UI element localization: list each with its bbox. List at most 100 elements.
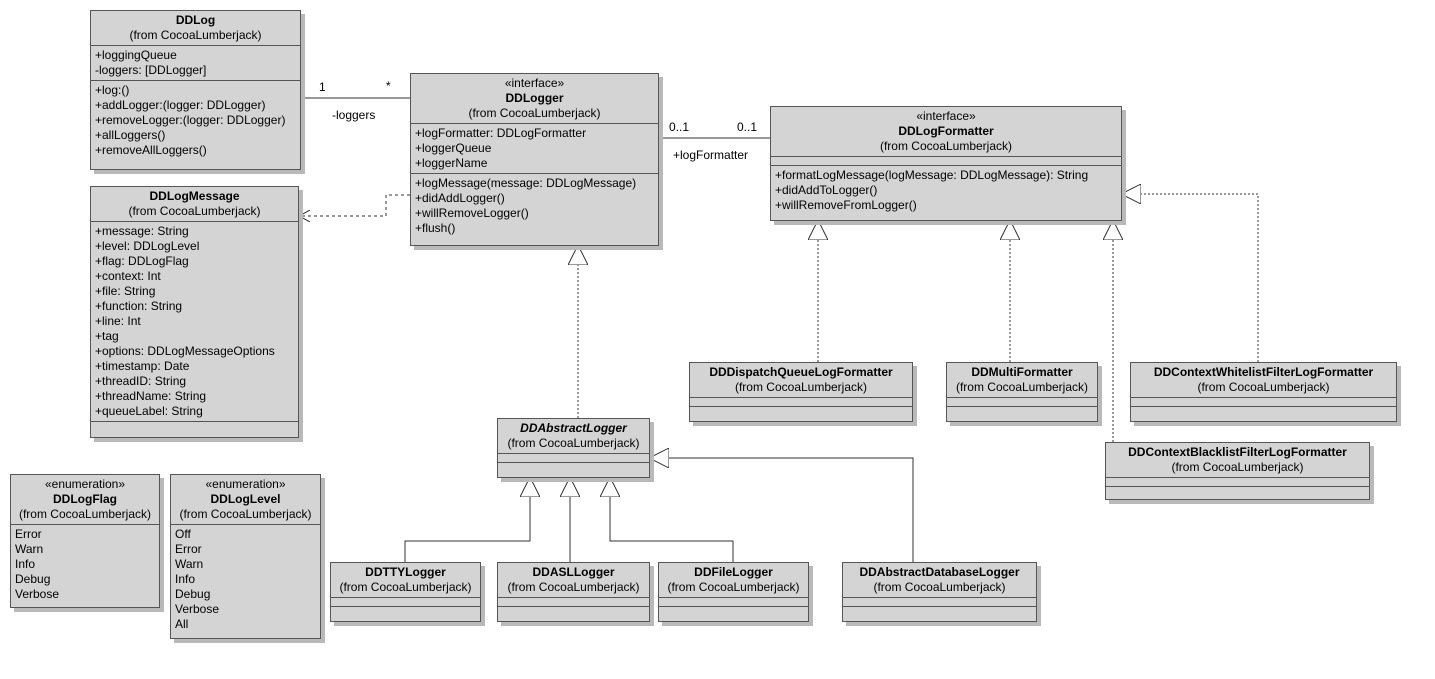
class-ddabstractdatabaselogger[interactable]: DDAbstractDatabaseLogger (from CocoaLumb…	[842, 562, 1037, 622]
class-header: DDContextWhitelistFilterLogFormatter (fr…	[1131, 363, 1396, 398]
attributes-compartment	[690, 398, 912, 407]
operations-compartment	[659, 607, 808, 615]
class-name: DDAbstractDatabaseLogger	[859, 565, 1020, 579]
attribute: +timestamp: Date	[95, 359, 190, 373]
edge-ddlogger-ddlogmessage	[299, 194, 410, 216]
operations-compartment: +formatLogMessage(logMessage: DDLogMessa…	[771, 166, 1121, 215]
edge-ddabstractdatabaselogger-ddabstractlogger	[650, 458, 914, 562]
class-ddlog[interactable]: DDLog (from CocoaLumberjack) +loggingQue…	[90, 10, 301, 170]
edge-ddfilelogger-ddabstractlogger	[610, 478, 734, 562]
class-name: DDASLLogger	[532, 565, 615, 579]
class-stereotype: «enumeration»	[44, 477, 126, 491]
enum-ddloglevel[interactable]: «enumeration» DDLogLevel (from CocoaLumb…	[170, 474, 321, 639]
class-header: DDAbstractDatabaseLogger (from CocoaLumb…	[843, 563, 1036, 598]
attributes-compartment	[1131, 398, 1396, 407]
class-package: (from CocoaLumberjack)	[734, 380, 868, 394]
operation: +allLoggers()	[95, 128, 166, 142]
enum-literal: Debug	[175, 587, 211, 601]
class-package: (from CocoaLumberjack)	[879, 139, 1013, 153]
class-ddcontextblacklistfilterlogformatter[interactable]: DDContextBlacklistFilterLogFormatter (fr…	[1105, 442, 1370, 500]
class-header: DDASLLogger (from CocoaLumberjack)	[498, 563, 649, 598]
class-dddispatchqueuelogformatter[interactable]: DDDispatchQueueLogFormatter (from CocoaL…	[689, 362, 913, 422]
class-header: «interface» DDLogFormatter (from CocoaLu…	[771, 107, 1121, 157]
attribute: +threadName: String	[95, 389, 207, 403]
attributes-compartment	[1106, 478, 1369, 487]
label-loggers-multiplicity-ddlogger: *	[386, 79, 391, 93]
attribute: +logFormatter: DDLogFormatter	[415, 126, 587, 140]
class-header: «interface» DDLogger (from CocoaLumberja…	[411, 74, 658, 124]
class-name: DDLog	[175, 13, 216, 27]
attribute: +context: Int	[95, 269, 161, 283]
class-ddabstractlogger[interactable]: DDAbstractLogger (from CocoaLumberjack)	[497, 418, 650, 478]
class-ddlogger[interactable]: «interface» DDLogger (from CocoaLumberja…	[410, 73, 659, 246]
class-ddfilelogger[interactable]: DDFileLogger (from CocoaLumberjack)	[658, 562, 809, 622]
enum-literal: Warn	[175, 557, 204, 571]
class-header: «enumeration» DDLogLevel (from CocoaLumb…	[171, 475, 320, 525]
class-package: (from CocoaLumberjack)	[1171, 460, 1304, 474]
class-name: DDLogger	[505, 91, 564, 105]
operations-compartment	[843, 607, 1036, 615]
class-package: (from CocoaLumberjack)	[468, 106, 601, 120]
operation: +addLogger:(logger: DDLogger)	[95, 98, 266, 112]
attribute: +line: Int	[95, 314, 141, 328]
class-header: «enumeration» DDLogFlag (from CocoaLumbe…	[11, 475, 159, 525]
enum-literal: Info	[175, 572, 196, 586]
class-package: (from CocoaLumberjack)	[1197, 380, 1330, 394]
enum-literal: Error	[175, 542, 202, 556]
class-header: DDAbstractLogger (from CocoaLumberjack)	[498, 419, 649, 454]
attribute: +tag	[95, 329, 119, 343]
operations-compartment	[91, 422, 298, 430]
attribute: +loggerName	[415, 156, 488, 170]
enum-literal: Verbose	[175, 602, 220, 616]
attributes-compartment: +logFormatter: DDLogFormatter +loggerQue…	[411, 124, 658, 174]
label-loggers-role: -loggers	[332, 108, 376, 122]
class-ddasllogger[interactable]: DDASLLogger (from CocoaLumberjack)	[497, 562, 650, 622]
label-formatter-multiplicity-ddlogger: 0..1	[669, 120, 690, 134]
attribute: -loggers: [DDLogger]	[95, 63, 207, 77]
operation: +didAddLogger()	[415, 191, 505, 205]
class-name: DDLogLevel	[210, 492, 281, 506]
class-package: (from CocoaLumberjack)	[128, 204, 261, 218]
class-header: DDFileLogger (from CocoaLumberjack)	[659, 563, 808, 598]
class-name: DDTTYLogger	[365, 565, 446, 579]
enum-literal: All	[175, 617, 189, 631]
attribute: +queueLabel: String	[95, 404, 203, 418]
class-ddttylogger[interactable]: DDTTYLogger (from CocoaLumberjack)	[330, 562, 481, 622]
attributes-compartment	[843, 598, 1036, 607]
enum-literal: Error	[15, 527, 42, 541]
class-name: DDDispatchQueueLogFormatter	[709, 365, 893, 379]
enum-literal: Warn	[15, 542, 44, 556]
label-formatter-multiplicity-formatter: 0..1	[737, 120, 758, 134]
class-ddlogformatter[interactable]: «interface» DDLogFormatter (from CocoaLu…	[770, 106, 1122, 221]
attributes-compartment	[498, 598, 649, 607]
class-package: (from CocoaLumberjack)	[179, 507, 312, 521]
attribute: +threadID: String	[95, 374, 187, 388]
operations-compartment: +log:() +addLogger:(logger: DDLogger) +r…	[91, 81, 300, 160]
class-name: DDFileLogger	[694, 565, 773, 579]
class-ddlogmessage[interactable]: DDLogMessage (from CocoaLumberjack) +mes…	[90, 186, 299, 438]
operation: +flush()	[415, 221, 456, 235]
class-name: DDContextWhitelistFilterLogFormatter	[1153, 365, 1374, 379]
class-package: (from CocoaLumberjack)	[339, 580, 472, 594]
class-package: (from CocoaLumberjack)	[873, 580, 1006, 594]
class-ddmultiformatter[interactable]: DDMultiFormatter (from CocoaLumberjack)	[946, 362, 1098, 422]
attributes-compartment: +message: String +level: DDLogLevel +fla…	[91, 222, 298, 422]
operations-compartment: +logMessage(message: DDLogMessage) +didA…	[411, 174, 658, 238]
class-stereotype: «enumeration»	[205, 477, 286, 491]
enum-ddlogflag[interactable]: «enumeration» DDLogFlag (from CocoaLumbe…	[10, 474, 160, 608]
label-loggers-multiplicity-ddlog: 1	[319, 80, 326, 94]
attribute: +function: String	[95, 299, 183, 313]
class-name: DDAbstractLogger	[520, 421, 627, 435]
class-ddcontextwhitelistfilterlogformatter[interactable]: DDContextWhitelistFilterLogFormatter (fr…	[1130, 362, 1397, 422]
operation: +log:()	[95, 83, 130, 97]
edge-ddcontextwhitelist-ddlogformatter	[1122, 194, 1259, 362]
operation: +logMessage(message: DDLogMessage)	[415, 176, 637, 190]
attribute: +flag: DDLogFlag	[95, 254, 189, 268]
class-package: (from CocoaLumberjack)	[18, 507, 152, 521]
operation: +removeLogger:(logger: DDLogger)	[95, 113, 286, 127]
operation: +removeAllLoggers()	[95, 143, 207, 157]
class-package: (from CocoaLumberjack)	[955, 380, 1089, 394]
class-name: DDContextBlacklistFilterLogFormatter	[1128, 445, 1347, 459]
